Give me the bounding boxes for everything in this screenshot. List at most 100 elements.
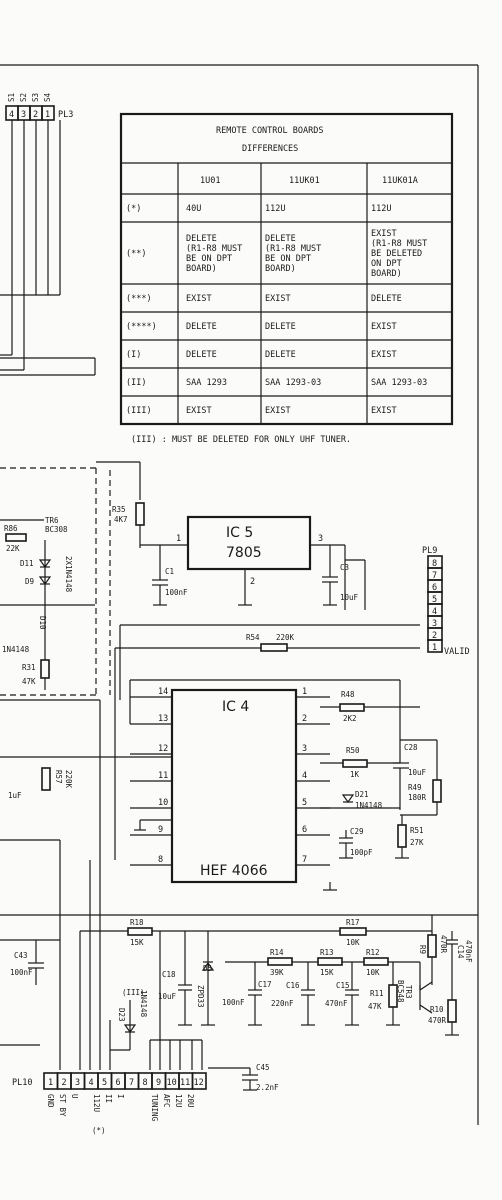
table-cell: (II) [126,378,146,388]
ic5-name: IC 5 [226,525,253,541]
c43-value: 100nF [10,968,33,977]
ic4-right-pin: 6 [302,825,307,835]
r11-label: R11 [370,989,384,998]
r17-label: R17 [346,918,360,927]
pl10-signal-afc: AFC [162,1094,171,1108]
c-left-value: 1uF [8,791,22,800]
pl3-signal-4: S4 [43,92,52,102]
c18-value: 10uF [158,992,177,1001]
c15-label: C15 [336,981,350,990]
table-cell: EXIST [186,406,212,416]
pl10-signal-20u: 20U [186,1094,195,1108]
pl9-pin: 5 [432,595,437,605]
table-cell: EXIST [371,350,397,360]
pl9-pin: 7 [432,571,437,581]
r49-value: 180R [408,793,427,802]
table-cell: 40U [186,204,201,214]
ic5-part: 7805 [226,545,262,561]
d23-label: D23 [117,1008,126,1022]
r18-value: 15K [130,938,144,947]
r10-value: 470R [428,1016,447,1025]
r17-value: 10K [346,938,360,947]
r50-label: R50 [346,746,360,755]
d5-part: ZPD33 [196,985,205,1008]
table-cell: 112U [265,204,285,214]
r49-label: R49 [408,783,422,792]
pl10-pin: 7 [129,1078,134,1088]
pl10-signal-i: I [116,1094,125,1099]
r54-value: 220K [276,633,295,642]
ic4-right-pin: 3 [302,744,307,754]
c15-value: 470nF [325,999,348,1008]
ic4-left-pin: 14 [158,687,168,697]
table-col-3: 11UK01A [382,176,418,186]
r48-value: 2K2 [343,714,357,723]
tr6-part: BC308 [45,525,68,534]
tr3-part: BC548 [396,980,405,1003]
pl3-pin-1: 4 [9,110,14,120]
pl9-pin: 6 [432,583,437,593]
ic4-right-pin: 4 [302,771,307,781]
r14-label: R14 [270,948,284,957]
table-cell: SAA 1293-03 [371,378,427,388]
pl3-pin-4: 1 [45,110,50,120]
ic5-pin-2: 2 [250,577,255,587]
d23-value: 1N4148 [139,990,148,1018]
d21-label: D21 [355,790,369,799]
r14-value: 39K [270,968,284,977]
c45-label: C45 [256,1063,270,1072]
pl3-signal-3: S3 [31,93,40,102]
r51-value: 27K [410,838,424,847]
r54-label: R54 [246,633,260,642]
pl9-pin: 1 [432,643,437,653]
ic4-right-pin: 7 [302,855,307,865]
r9-value: 470R [439,935,448,954]
table-cell: (***) [126,294,152,304]
pl10-star-note: (*) [92,1126,106,1135]
ic4-right-pin: 2 [302,714,307,724]
r9-label: R9 [418,945,427,954]
ic4-part: HEF 4066 [200,863,268,879]
c14-label: C14 [456,945,465,959]
pl9-pin: 8 [432,559,437,569]
c1-label: C1 [165,567,174,576]
pl10-pin: 1 [48,1078,53,1088]
r31-label: R31 [22,663,36,672]
table-cell: (I) [126,350,141,360]
c16-label: C16 [286,981,300,990]
r12-label: R12 [366,948,380,957]
pl10-signal-gnd: GND [46,1094,55,1108]
r10-label: R10 [430,1005,444,1014]
table-cell: DELETE [265,322,296,332]
ic4-left-pin: 11 [158,771,168,781]
r31-value: 47K [22,677,36,686]
ic5-pin-3: 3 [318,534,323,544]
c17-label: C17 [258,980,272,989]
pl10-pin: 5 [102,1078,107,1088]
pl10-pin: 6 [116,1078,121,1088]
ic5-pin-1: 1 [176,534,181,544]
pl10-signal-stby: ST BY [58,1094,67,1117]
c18-label: C18 [162,970,176,979]
pl10-pin: 8 [143,1078,148,1088]
pl10-signal-112u: 112U [92,1094,101,1112]
c43-label: C43 [14,951,28,960]
r86-label: R86 [4,524,18,533]
table-cell: (**) [126,249,146,259]
c17-value: 100nF [222,998,245,1007]
d8-part: 2X1N4148 [64,556,73,593]
table-cell: EXIST [371,406,397,416]
table-cell: (*) [126,204,141,214]
ic4-right-pin: 1 [302,687,307,697]
r48-label: R48 [341,690,355,699]
pl9-pin-box [427,639,443,653]
table-cell: DELETE [186,350,217,360]
table-cell: 112U [371,204,391,214]
table-cell: DELETE [186,322,217,332]
table-cell: EXIST [265,406,291,416]
